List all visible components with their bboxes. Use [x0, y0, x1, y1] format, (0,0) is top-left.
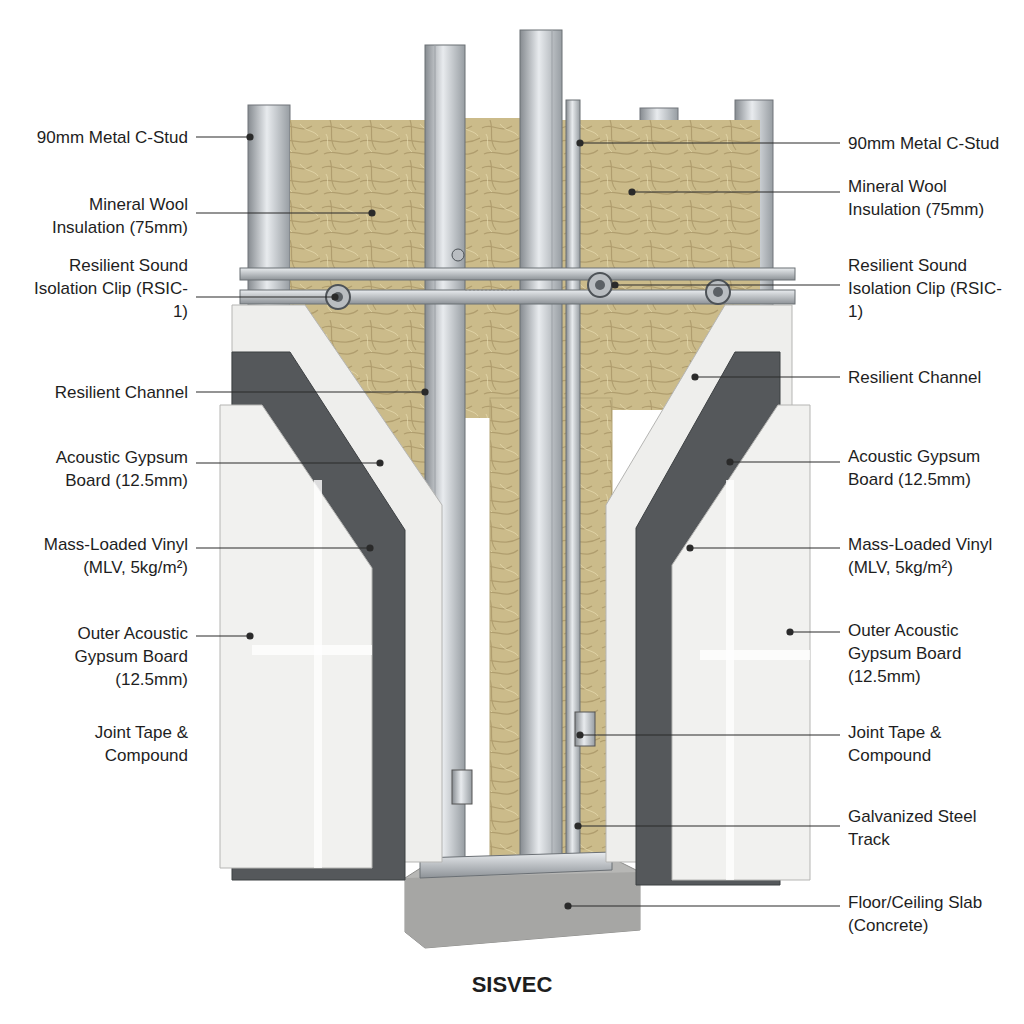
- leader-dot: [367, 545, 373, 551]
- leader-dot: [727, 459, 733, 465]
- leader-lines: [196, 134, 840, 909]
- callout-label: Acoustic Gypsum Board (12.5mm): [848, 445, 1013, 491]
- leader-dot: [612, 282, 618, 288]
- clip-center: [595, 280, 605, 290]
- clip-center: [713, 287, 723, 297]
- callout-label: Galvanized Steel Track: [848, 805, 1013, 851]
- leader-line: [632, 191, 840, 192]
- main-studs: [425, 30, 580, 875]
- leader-line: [695, 376, 840, 377]
- isolation-clips: [326, 249, 730, 309]
- channel: [240, 268, 795, 280]
- leader-dot: [687, 545, 693, 551]
- leader-line: [568, 905, 840, 906]
- leader-dot: [247, 633, 253, 639]
- clip-center: [333, 292, 343, 302]
- stud-lip: [552, 30, 553, 870]
- concrete-slab-face: [405, 872, 640, 948]
- right-lining: [606, 305, 810, 885]
- callout-label: 90mm Metal C-Stud: [23, 126, 188, 149]
- clip: [706, 280, 730, 304]
- left-lining: [220, 305, 442, 880]
- clip: [588, 273, 612, 297]
- callout-label: Joint Tape & Compound: [848, 721, 1013, 767]
- callout-label: Joint Tape & Compound: [23, 721, 188, 767]
- callout-label: Outer Acoustic Gypsum Board (12.5mm): [23, 622, 188, 691]
- joint-tape: [700, 650, 810, 660]
- leader-line: [196, 635, 250, 636]
- caption: SISVEC: [0, 972, 1024, 998]
- callout-label: Resilient Channel: [848, 366, 1013, 389]
- leader-dot: [565, 903, 571, 909]
- bracket: [452, 770, 472, 804]
- leader-line: [790, 631, 840, 632]
- callout-label: Resilient Sound Isolation Clip (RSIC-1): [848, 254, 1013, 323]
- leader-line: [196, 462, 380, 463]
- leader-line: [615, 284, 840, 285]
- screw: [452, 249, 464, 261]
- leader-line: [580, 734, 840, 735]
- threaded-rod: [465, 290, 520, 291]
- callout-label: Mineral Wool Insulation (75mm): [848, 175, 1013, 221]
- leader-dot: [577, 732, 583, 738]
- leader-dot: [247, 134, 253, 140]
- callout-label: 90mm Metal C-Stud: [848, 132, 1013, 155]
- leader-line: [196, 547, 370, 548]
- slab-and-track: [405, 852, 640, 948]
- callout-label: Mass-Loaded Vinyl (MLV, 5kg/m²): [23, 533, 188, 579]
- stud: [520, 30, 562, 870]
- callout-label: Acoustic Gypsum Board (12.5mm): [23, 446, 188, 492]
- leader-dot: [629, 189, 635, 195]
- leader-dot: [575, 823, 581, 829]
- leader-dot: [422, 389, 428, 395]
- callout-label: Resilient Channel: [23, 381, 188, 404]
- leader-line: [196, 136, 250, 137]
- leader-dot: [332, 294, 338, 300]
- leader-line: [196, 296, 335, 297]
- outer-gypsum-board: [672, 405, 810, 880]
- leader-dot: [377, 460, 383, 466]
- leader-line: [578, 825, 840, 826]
- leader-line: [690, 547, 840, 548]
- joint-tape: [252, 645, 372, 655]
- leader-line: [580, 142, 840, 143]
- joint-tape: [314, 480, 322, 868]
- bracket: [575, 712, 595, 746]
- callout-label: Mass-Loaded Vinyl (MLV, 5kg/m²): [848, 533, 1013, 579]
- leader-line: [730, 461, 840, 462]
- leader-dot: [577, 140, 583, 146]
- leader-dot: [369, 210, 375, 216]
- brackets: [452, 712, 595, 804]
- leader-dot: [692, 374, 698, 380]
- callout-label: Resilient Sound Isolation Clip (RSIC-1): [23, 254, 188, 323]
- callout-label: Floor/Ceiling Slab (Concrete): [848, 891, 1013, 937]
- leader-dot: [787, 629, 793, 635]
- callout-label: Outer Acoustic Gypsum Board (12.5mm): [848, 619, 1013, 688]
- steel-track: [420, 852, 612, 878]
- leader-line: [196, 391, 425, 392]
- leader-line: [196, 212, 372, 213]
- resilient-channel: [240, 268, 795, 304]
- joint-tape: [726, 480, 734, 880]
- callout-label: Mineral Wool Insulation (75mm): [23, 193, 188, 239]
